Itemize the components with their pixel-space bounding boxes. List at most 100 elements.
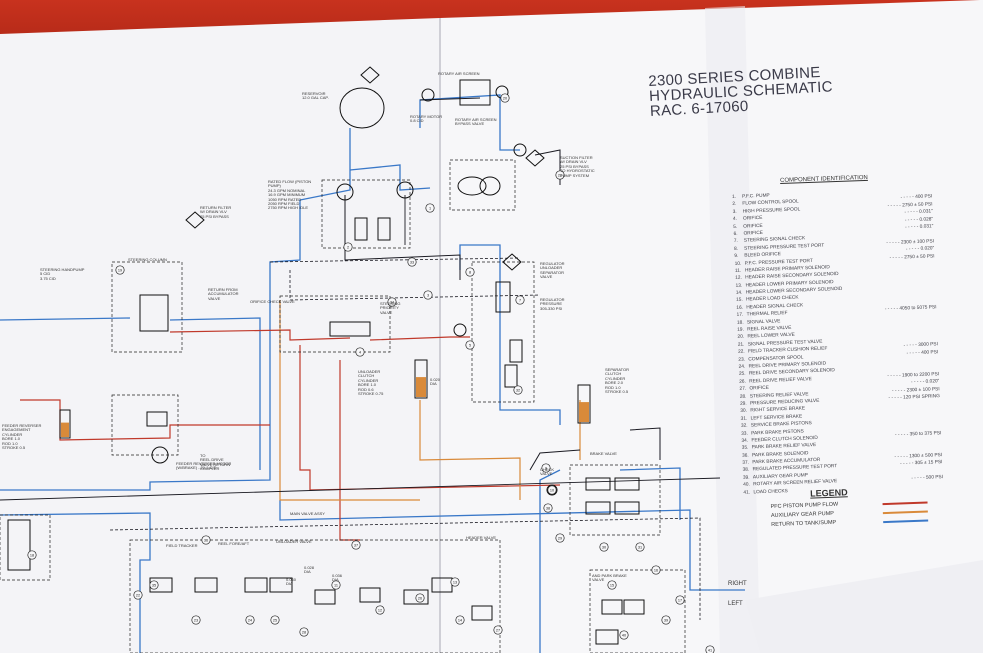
callout-number: 15 [610, 584, 614, 588]
callout-number: 14 [458, 619, 462, 623]
pfc-flow-line [169, 329, 351, 341]
callout-number: 11 [334, 584, 338, 588]
component-enclosure [321, 179, 411, 249]
callout-circle [705, 645, 715, 653]
pilot-line [109, 517, 701, 620]
component-enclosure [111, 261, 183, 353]
callout-circle [450, 577, 460, 587]
callout-number: 38 [546, 507, 550, 511]
valve-spool [139, 294, 169, 332]
callout-number: 31 [638, 546, 642, 550]
valve-spool [269, 577, 293, 593]
diagram-label-brake-valve: BRAKE VALVE [590, 451, 617, 456]
filter-element [525, 149, 545, 167]
callout-circle [191, 615, 201, 625]
component-label: ORIFICE [742, 216, 763, 222]
right-page [440, 0, 983, 653]
callout-circle [331, 580, 341, 590]
schematic-title: 2300 SERIES COMBINE HYDRAULIC SCHEMATIC … [648, 64, 834, 120]
callout-number: 13 [453, 581, 457, 585]
callout-circle [555, 170, 565, 180]
valve-spool [585, 477, 611, 491]
callout-number: 23 [194, 619, 198, 623]
pump-motor [396, 181, 414, 199]
callout-number: 17 [678, 599, 682, 603]
cylinder-fluid [61, 422, 69, 437]
callout-circle [543, 503, 553, 513]
callout-circle [541, 463, 551, 473]
callout-number: 3 [427, 294, 429, 298]
pressure-line [629, 427, 661, 460]
callout-circle [423, 290, 433, 300]
return-line [169, 317, 261, 470]
component-label: THERMAL RELIEF [746, 311, 788, 318]
diagram-label-left: LEFT [728, 601, 743, 607]
pressure-line [529, 449, 581, 471]
valve-spool [623, 599, 645, 615]
callout-circle [465, 340, 475, 350]
valve-spool [244, 577, 268, 593]
callout-number: 7 [519, 299, 521, 303]
callout-circle [149, 580, 159, 590]
callout-circle [355, 347, 365, 357]
component-enclosure [589, 569, 686, 653]
callout-circle [493, 625, 503, 635]
component-label: ORIFICE [743, 230, 764, 237]
pump-motor [151, 446, 169, 464]
valve-spool [601, 599, 623, 615]
callout-circle [651, 565, 661, 575]
callout-number: 41 [708, 649, 712, 653]
valve-spool [403, 589, 429, 605]
hydraulic-cylinder [577, 384, 591, 424]
callout-number: 12 [378, 609, 382, 613]
valve-spool [194, 577, 218, 593]
callout-number: 16 [654, 569, 658, 573]
valve-spool [595, 629, 619, 645]
valve-spool [614, 501, 640, 515]
component-label: ORIFICE [749, 385, 770, 392]
callout-number: 27 [496, 629, 500, 633]
pump-motor [546, 484, 558, 496]
callout-circle [27, 550, 37, 560]
diagram-label-unloader-valve: UNLOADER VALVE [276, 539, 312, 544]
filter-element [360, 66, 380, 84]
diagram-label-feeder-reverser-motor: FEEDER REVERSER MOTOR(W/BRAKE) - 21.1 CI… [176, 461, 232, 471]
callout-circle [407, 257, 417, 267]
diagram-label-header-valve: HEADER VALVE [466, 535, 497, 540]
callout-circle [547, 485, 557, 495]
callout-circle [387, 297, 397, 307]
callout-circle [500, 93, 510, 103]
callout-circle [513, 385, 523, 395]
callout-number: 5 [469, 344, 471, 348]
callout-number: 37 [354, 544, 358, 548]
valve-spool [146, 411, 168, 427]
callout-circle [635, 542, 645, 552]
valve-spool [585, 501, 611, 515]
legend-label: RETURN TO TANK/SUMP [771, 519, 837, 528]
callout-number: 18 [30, 554, 34, 558]
gear-pump [479, 176, 501, 196]
callout-number: 34 [390, 301, 394, 305]
callout-number: 32 [516, 389, 520, 393]
valve-spool [509, 339, 523, 363]
component-label: P.F.C. PUMP [742, 193, 770, 200]
valve-spool [329, 321, 371, 337]
callout-circle [299, 627, 309, 637]
pump-motor [421, 88, 435, 102]
return-line [0, 317, 131, 321]
diagram-label-orifice-check: ORIFICE CHECK VALVE [250, 299, 295, 304]
cylinder-fluid [416, 377, 426, 397]
diagram-label-field-tracker: FIELD TRACKER [166, 543, 198, 548]
callout-circle [351, 540, 361, 550]
